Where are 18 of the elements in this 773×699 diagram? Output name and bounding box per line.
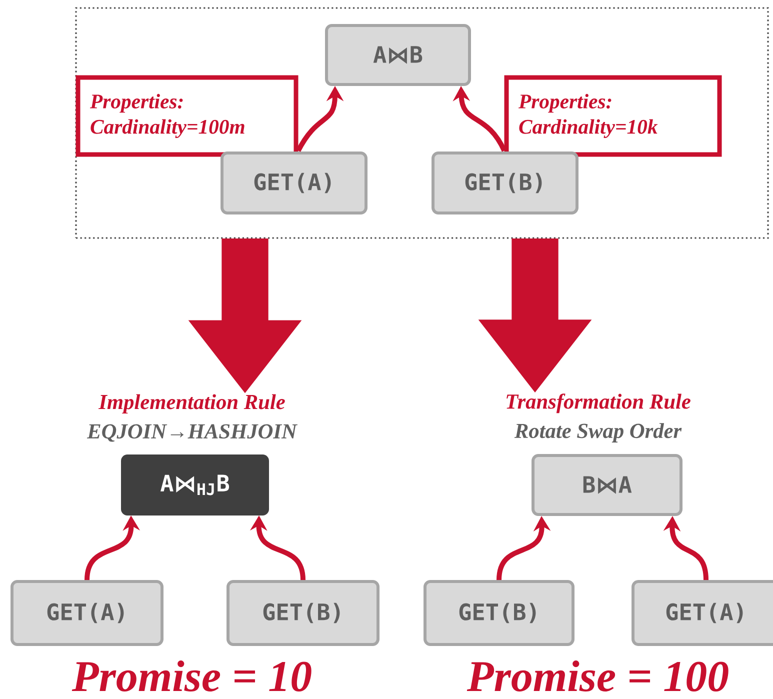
promise-score: Promise = 10	[72, 660, 312, 692]
operator-box: GET(A)	[632, 580, 773, 646]
properties-box: Properties: Cardinality=100m	[76, 75, 298, 157]
rule-caption: Implementation Rule EQJOIN→HASHJOIN	[86, 394, 298, 442]
block-arrow	[188, 238, 302, 394]
operator-box: GET(A)	[10, 580, 164, 646]
operator-box: GET(B)	[226, 580, 380, 646]
operator-box: A⋈$_{HJ}$B	[121, 454, 269, 516]
operator-box: GET(B)	[432, 152, 579, 214]
rule-caption: Transformation Rule Rotate Swap Order	[506, 394, 690, 442]
promise-score: Promise = 100	[466, 660, 728, 692]
dotted-frame	[75, 7, 769, 239]
properties-box: Properties: Cardinality=10k	[504, 75, 722, 157]
block-arrow	[478, 238, 592, 392]
operator-box: GET(A)	[220, 152, 368, 214]
operator-box: GET(B)	[424, 580, 574, 646]
operator-box: B⋈A	[532, 454, 682, 516]
operator-box: A⋈B	[325, 24, 471, 86]
